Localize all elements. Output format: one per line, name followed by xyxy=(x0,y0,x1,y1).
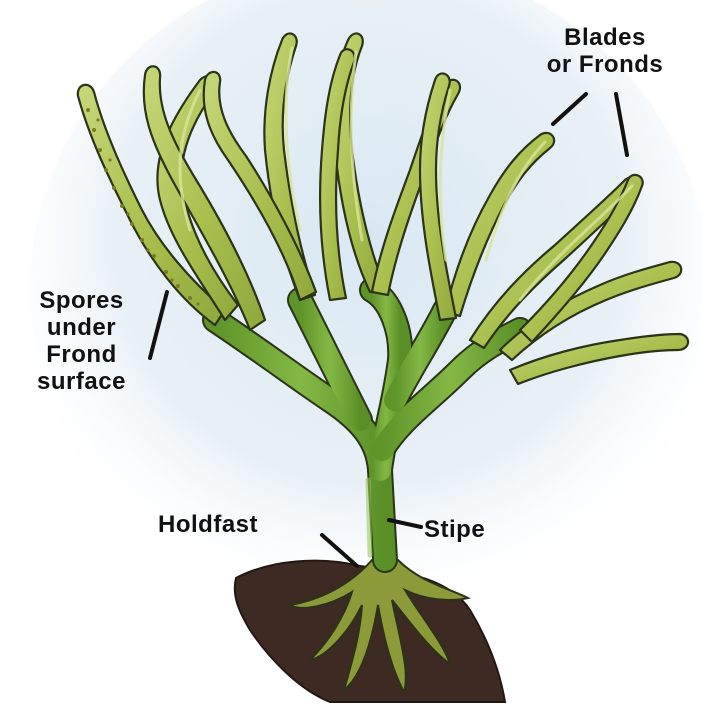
spores-label-line1: Spores xyxy=(14,287,149,314)
stipe-label-text: Stipe xyxy=(424,516,485,543)
blades-label-line1: Blades xyxy=(520,24,690,51)
spores-label-line2: under xyxy=(14,314,149,341)
stipe-label: Stipe xyxy=(424,516,485,543)
blades-label-line2: or Fronds xyxy=(520,51,690,78)
holdfast-label-text: Holdfast xyxy=(158,511,258,538)
holdfast-label: Holdfast xyxy=(158,511,258,538)
spores-label-line4: surface xyxy=(14,368,149,395)
spores-label-line3: Frond xyxy=(14,341,149,368)
spores-label: Spores under Frond surface xyxy=(14,287,149,395)
blades-label: Blades or Fronds xyxy=(520,24,690,78)
